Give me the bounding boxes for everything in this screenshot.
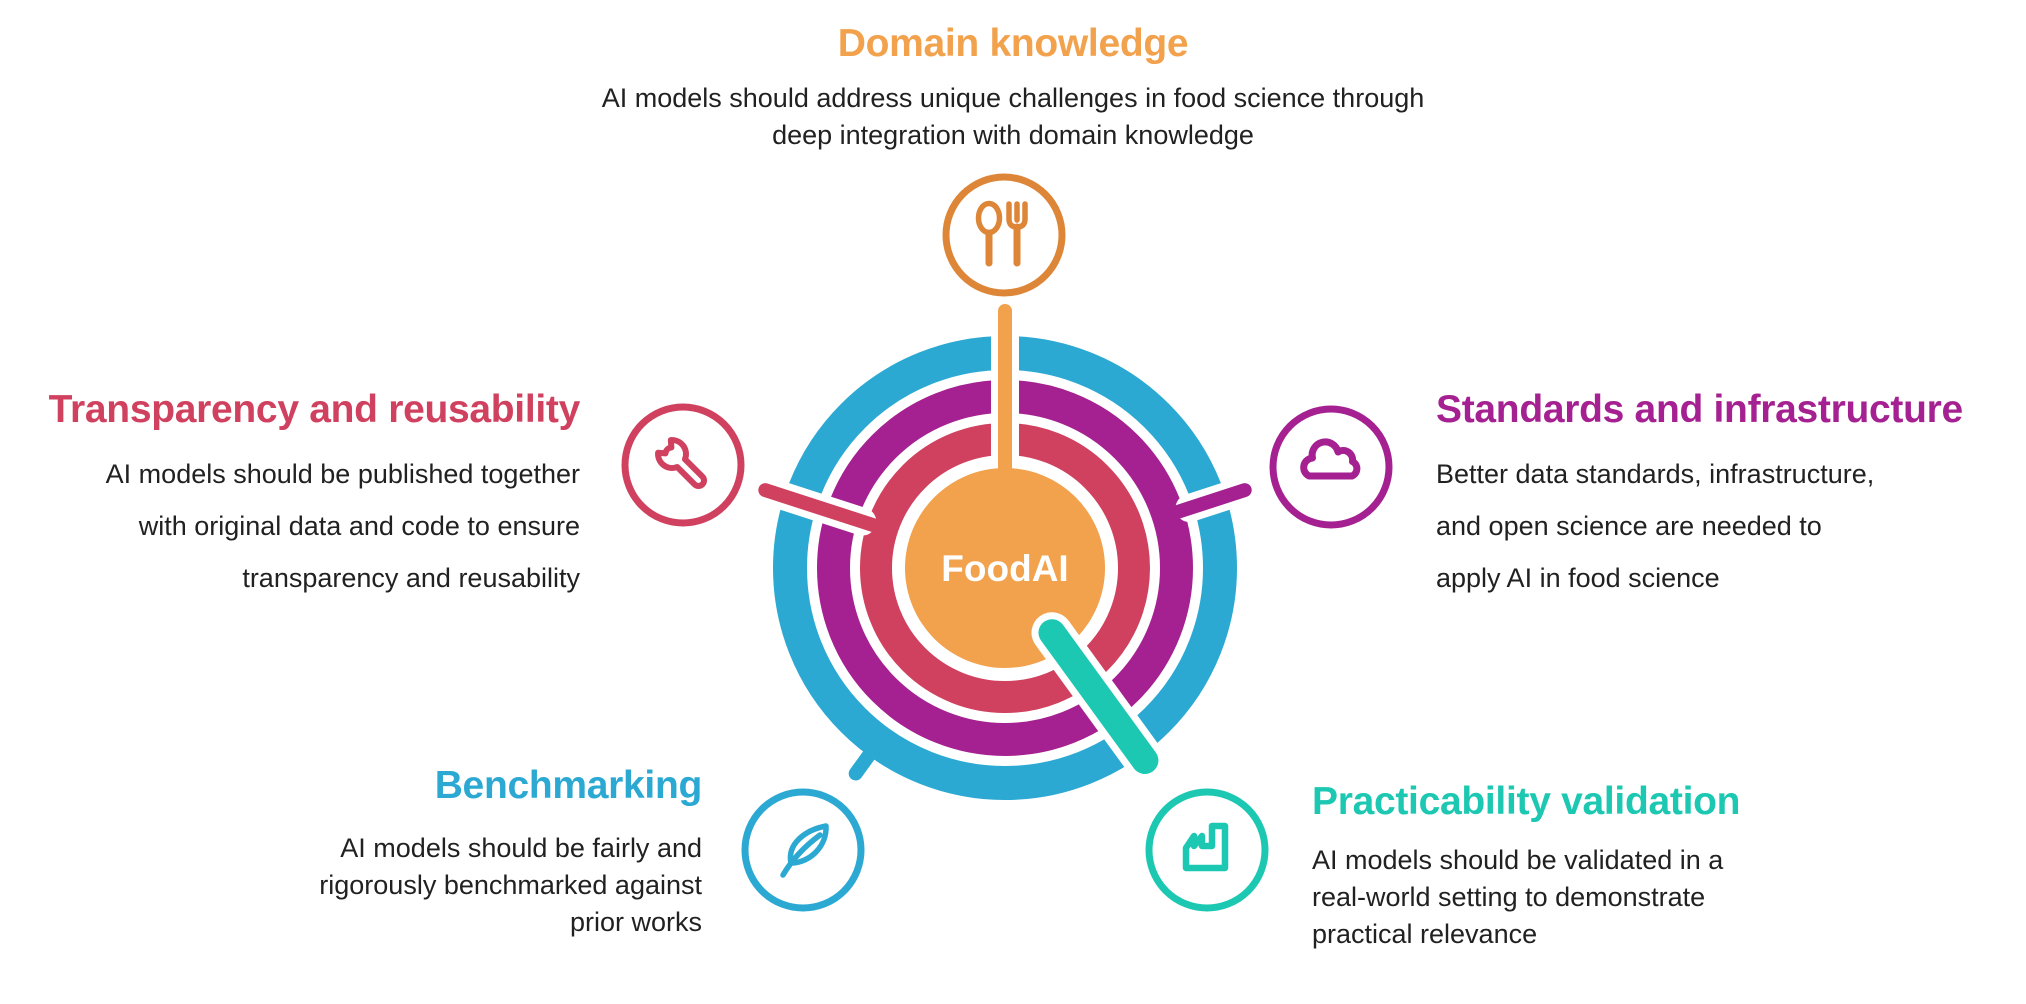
domain-knowledge-title: Domain knowledge [837,22,1189,65]
practicability-title: Practicability validation [1312,780,1741,823]
transparency-title: Transparency and reusability [48,388,581,431]
standards-description: Better data standards, infrastructure, a… [1436,458,1875,593]
section-practicability: Practicability validation AI models shou… [1312,780,1892,953]
section-domain-knowledge: Domain knowledge AI models should addres… [0,22,2026,154]
factory-icon [1145,788,1269,912]
practicability-description: AI models should be validated in a real-… [1312,844,1724,949]
standards-title: Standards and infrastructure [1436,388,1963,431]
section-benchmarking: Benchmarking AI models should be fairly … [150,764,702,941]
teal-spoke [1038,619,1159,774]
cloud-icon [1269,405,1393,529]
utensils-icon [942,173,1066,297]
transparency-spoke [758,483,891,536]
wrench-icon [621,403,745,527]
cloud-icon-circle [1269,405,1393,529]
foodai-hub-label: FoodAI [941,548,1068,589]
transparency-description: AI models should be published together w… [105,458,580,593]
benchmarking-spoke [848,732,888,781]
utensils-icon-circle [942,173,1066,297]
practicability-spoke [1031,612,1166,781]
section-transparency: Transparency and reusability AI models s… [20,388,581,604]
standards-spoke [1159,483,1252,523]
benchmarking-description: AI models should be fairly and rigorousl… [319,832,702,937]
spokes [758,304,1252,781]
section-standards: Standards and infrastructure Better data… [1436,388,2006,604]
wrench-icon-circle [621,403,745,527]
domain-knowledge-description: AI models should address unique challeng… [601,82,1425,150]
factory-icon-circle [1145,788,1269,912]
leaf-icon [741,788,865,912]
benchmarking-title: Benchmarking [434,764,703,807]
